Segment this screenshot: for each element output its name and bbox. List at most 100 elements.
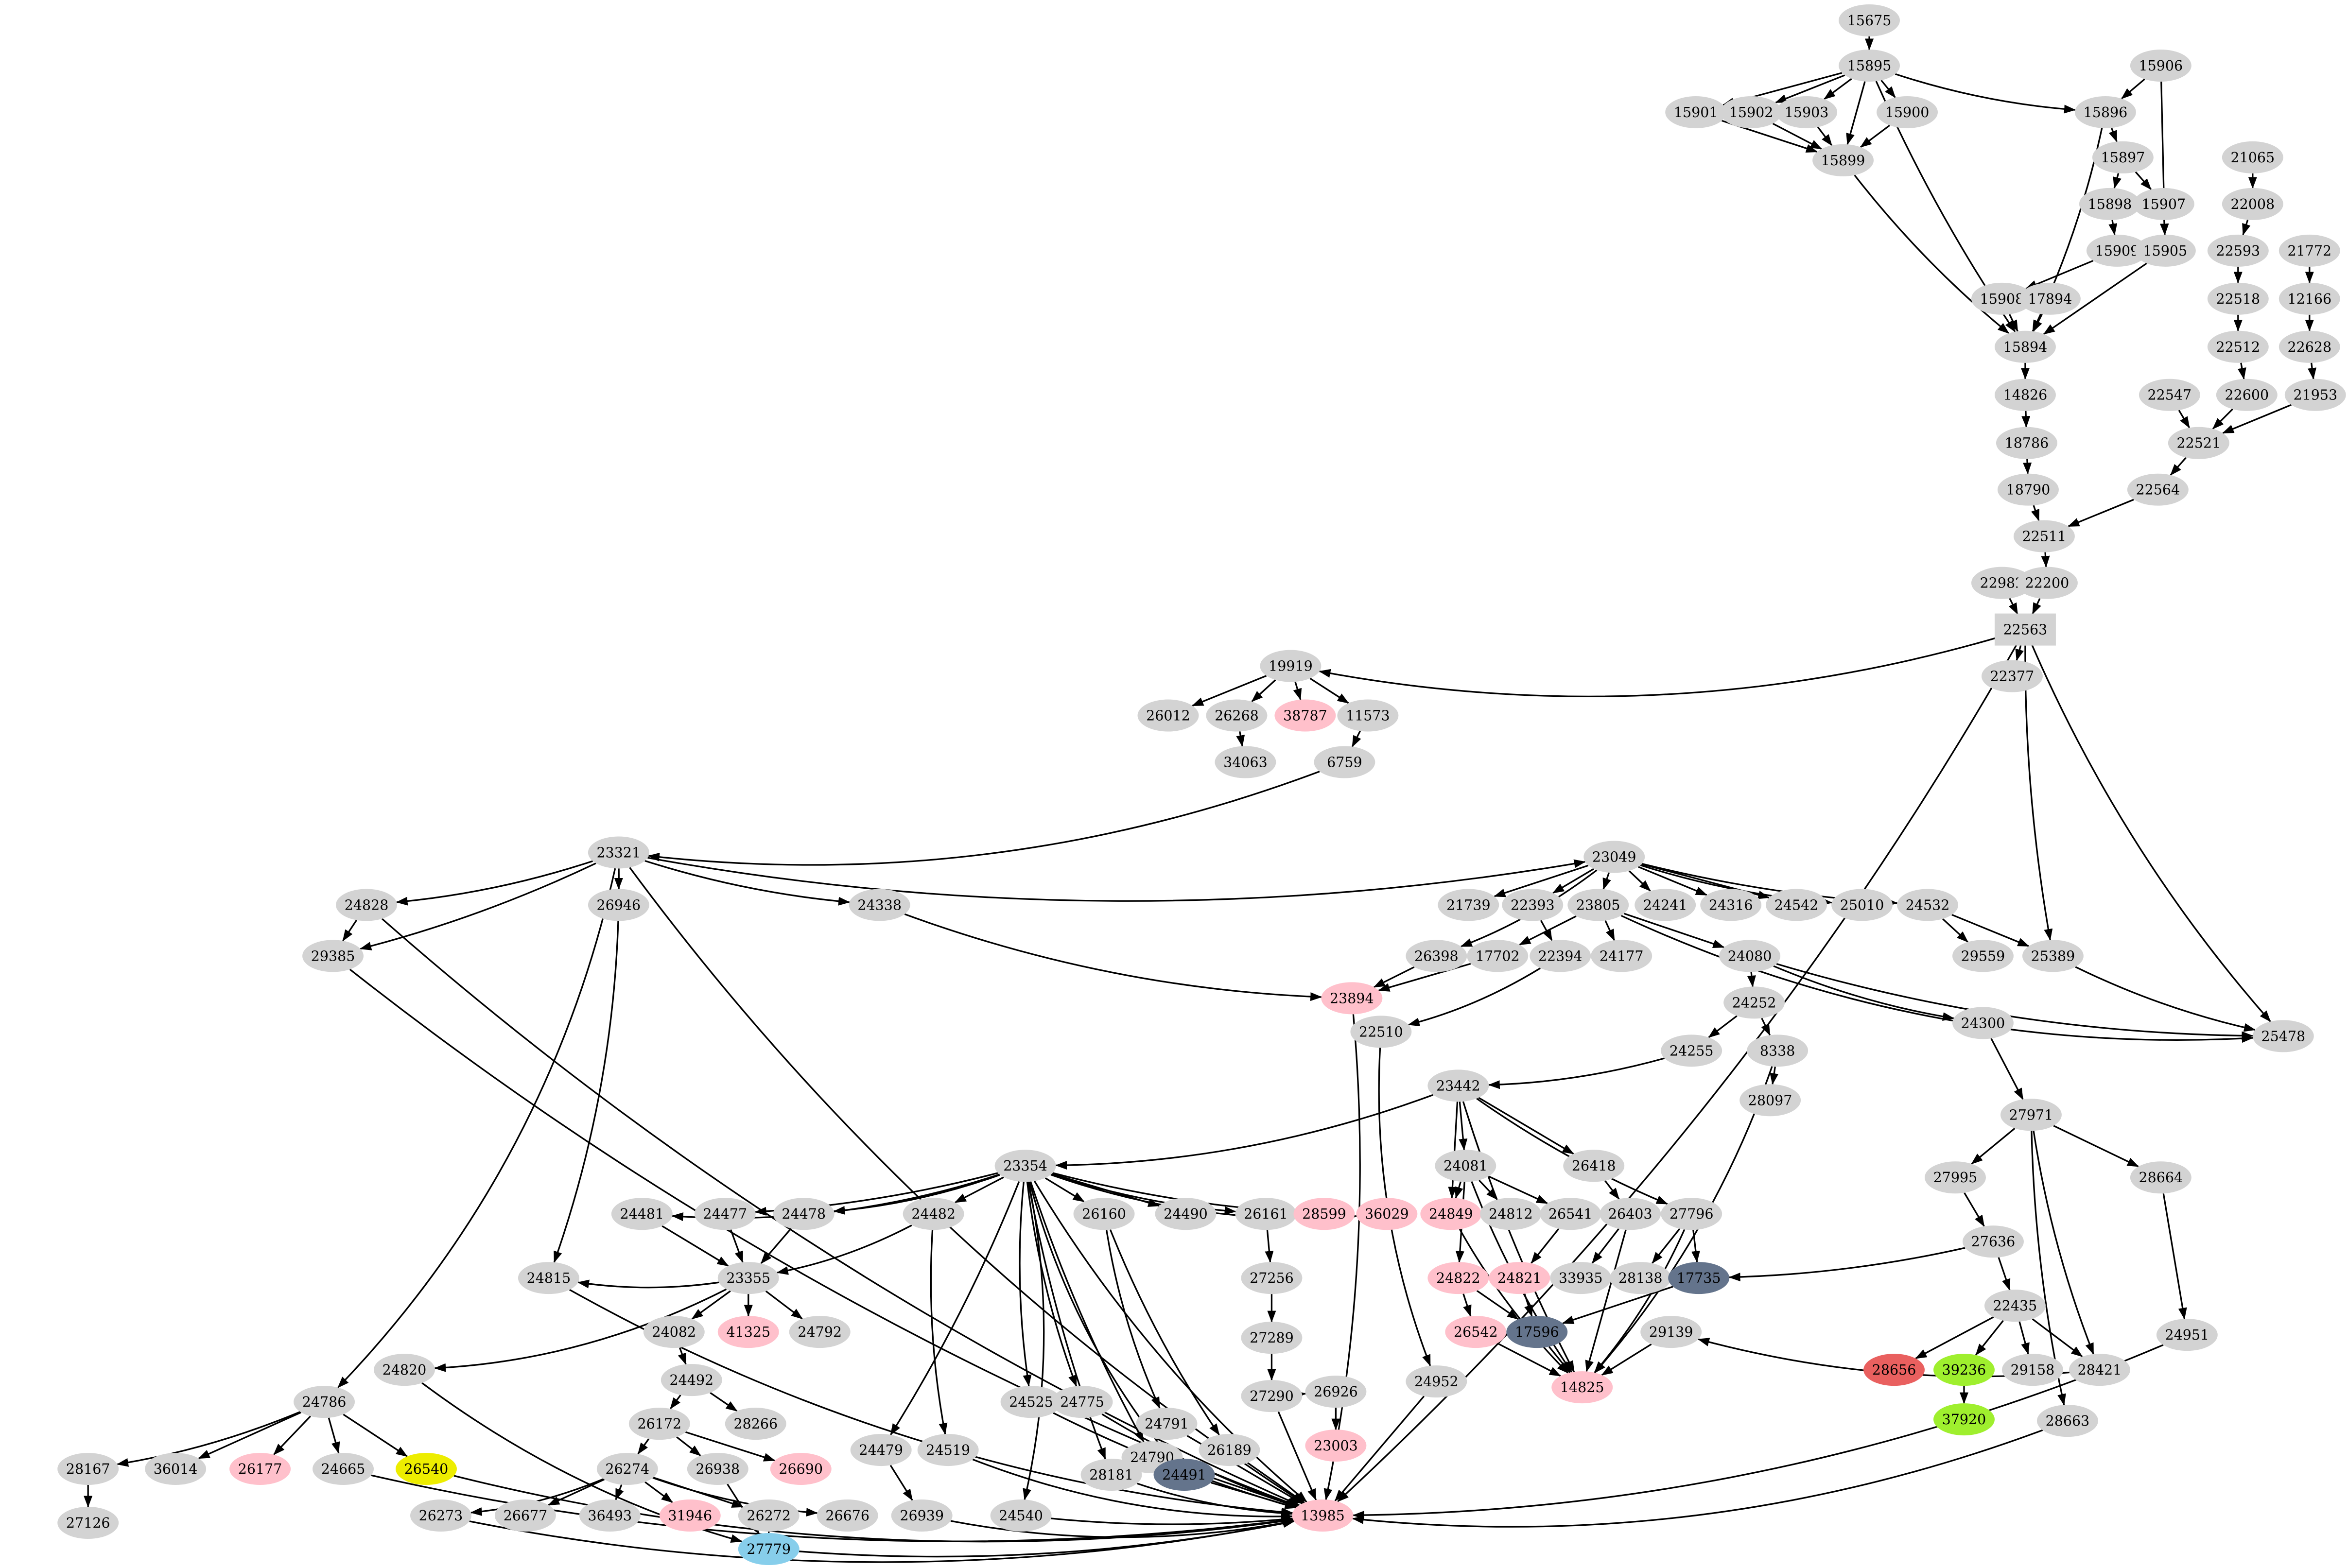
node-ellipse-shape bbox=[1293, 1198, 1355, 1230]
node-24849: 24849 bbox=[1420, 1198, 1482, 1230]
edge-27796-28138 bbox=[1652, 1228, 1681, 1264]
node-29385: 29385 bbox=[302, 940, 364, 972]
node-22435: 22435 bbox=[1984, 1290, 2046, 1322]
node-26398: 26398 bbox=[1406, 940, 1467, 972]
edge-24532-29559 bbox=[1942, 918, 1968, 943]
edge-22435-28656 bbox=[1915, 1316, 1994, 1360]
node-36029: 36029 bbox=[1356, 1198, 1418, 1230]
node-ellipse-shape bbox=[1600, 1198, 1661, 1230]
edge-28664-24951 bbox=[2162, 1193, 2187, 1320]
node-ellipse-shape bbox=[2130, 49, 2191, 82]
node-24241: 24241 bbox=[1635, 889, 1696, 921]
node-27636: 27636 bbox=[1962, 1225, 2024, 1258]
edge-22563-25389 bbox=[2024, 645, 2053, 941]
node-26540: 26540 bbox=[395, 1453, 457, 1485]
node-24828: 24828 bbox=[336, 889, 397, 921]
edge-28663-13985 bbox=[1352, 1429, 2043, 1528]
edge-24952-13985 bbox=[1334, 1396, 1425, 1501]
edge-26403-14825 bbox=[1585, 1229, 1627, 1372]
edge-23442-24081 bbox=[1459, 1102, 1468, 1151]
node-ellipse-shape bbox=[2139, 379, 2200, 411]
node-ellipse-shape bbox=[374, 1354, 435, 1386]
edge-15898-15909 bbox=[2108, 220, 2118, 236]
node-ellipse-shape bbox=[1665, 96, 1727, 128]
node-ellipse-shape bbox=[518, 1262, 579, 1294]
node-ellipse-shape bbox=[313, 1453, 374, 1485]
edge-22547-22521 bbox=[2178, 410, 2191, 429]
node-26939: 26939 bbox=[891, 1499, 953, 1532]
node-ellipse-shape bbox=[2278, 234, 2340, 267]
node-29158: 29158 bbox=[2001, 1354, 2063, 1386]
node-ellipse-shape bbox=[770, 1453, 832, 1485]
node-22511: 22511 bbox=[2013, 520, 2075, 552]
edge-24786-26540 bbox=[343, 1413, 408, 1457]
node-ellipse-shape bbox=[1668, 1262, 1730, 1294]
edge-26274-26677 bbox=[547, 1479, 605, 1506]
edge-26172-26690 bbox=[685, 1431, 776, 1462]
node-ellipse-shape bbox=[2086, 234, 2148, 267]
edge-15895-15896 bbox=[1895, 73, 2076, 114]
node-ellipse-shape bbox=[628, 1408, 690, 1440]
node-ellipse-shape bbox=[2036, 1405, 2098, 1437]
edge-23354-24478 bbox=[833, 1174, 1000, 1215]
edge-27796-14825 bbox=[1594, 1229, 1686, 1373]
edge-22982-22563 bbox=[2008, 598, 2018, 615]
node-28663: 28663 bbox=[2036, 1405, 2098, 1437]
node-ellipse-shape bbox=[773, 1198, 835, 1230]
edge-23355-24815 bbox=[577, 1279, 719, 1289]
node-ellipse-shape bbox=[1445, 1316, 1507, 1348]
node-ellipse-shape bbox=[1551, 1371, 1613, 1404]
node-ellipse-shape bbox=[2074, 96, 2136, 128]
node-ellipse-shape bbox=[1996, 427, 2057, 459]
node-ellipse-shape bbox=[1305, 1430, 1367, 1462]
node-ellipse-shape bbox=[1467, 940, 1529, 972]
node-26403: 26403 bbox=[1600, 1198, 1661, 1230]
node-26418: 26418 bbox=[1563, 1150, 1625, 1182]
node-26938: 26938 bbox=[687, 1453, 748, 1485]
edge-22628-21953 bbox=[2308, 362, 2316, 380]
edge-23049-24316 bbox=[1638, 866, 1708, 896]
edge-22563-25478 bbox=[2031, 645, 2271, 1022]
node-23894: 23894 bbox=[1321, 982, 1383, 1015]
node-22600: 22600 bbox=[2216, 379, 2278, 411]
node-ellipse-shape bbox=[1427, 1069, 1489, 1102]
edge-15897-15907 bbox=[2135, 171, 2152, 190]
edge-15908-15894 bbox=[2009, 314, 2018, 332]
edge-24540-13985 bbox=[1051, 1515, 1293, 1525]
node-24490: 24490 bbox=[1155, 1198, 1217, 1230]
edge-26268-34063 bbox=[1236, 731, 1245, 747]
edge-27796-17735 bbox=[1691, 1230, 1700, 1263]
edge-11573-6759 bbox=[1351, 730, 1361, 748]
edge-25389-25478 bbox=[2075, 966, 2256, 1032]
node-22518: 22518 bbox=[2207, 282, 2269, 315]
node-28138: 28138 bbox=[1610, 1262, 1671, 1294]
node-ellipse-shape bbox=[1877, 96, 1938, 128]
edge-19919-26012 bbox=[1191, 675, 1267, 706]
edge-24821-17596 bbox=[1524, 1293, 1533, 1317]
node-11573: 11573 bbox=[1337, 699, 1399, 732]
edge-17894-15894 bbox=[2032, 313, 2043, 332]
node-ellipse-shape bbox=[1971, 282, 2033, 315]
edge-23321-24338 bbox=[644, 860, 851, 906]
node-ellipse-shape bbox=[2207, 282, 2269, 315]
node-ellipse-shape bbox=[1350, 1016, 1412, 1048]
node-26273: 26273 bbox=[410, 1499, 471, 1532]
edge-23805-24177 bbox=[1604, 920, 1616, 941]
node-ellipse-shape bbox=[2222, 141, 2283, 173]
node-26160: 26160 bbox=[1073, 1198, 1135, 1230]
edge-26398-23894 bbox=[1373, 966, 1415, 988]
node-13985: 13985 bbox=[1292, 1499, 1354, 1532]
node-ellipse-shape bbox=[1215, 746, 1276, 778]
node-15905: 15905 bbox=[2134, 234, 2196, 267]
node-ellipse-shape bbox=[1863, 1354, 1925, 1386]
edge-15905-15894 bbox=[2043, 262, 2147, 335]
node-ellipse-shape bbox=[1206, 699, 1268, 732]
node-ellipse-shape bbox=[1839, 4, 1900, 36]
edge-23049-21739 bbox=[1494, 864, 1589, 897]
node-27289: 27289 bbox=[1241, 1322, 1303, 1354]
node-ellipse-shape bbox=[1530, 940, 1591, 972]
node-ellipse-shape bbox=[294, 1386, 355, 1418]
node-22377: 22377 bbox=[1981, 660, 2043, 692]
node-24820: 24820 bbox=[374, 1354, 435, 1386]
node-ellipse-shape bbox=[1199, 1434, 1260, 1466]
